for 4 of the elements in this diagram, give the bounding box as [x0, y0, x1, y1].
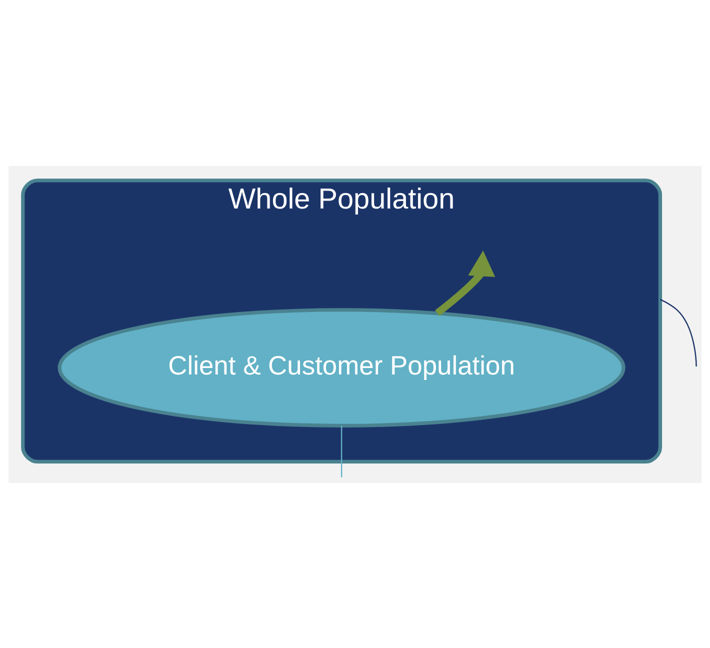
arrow	[435, 250, 496, 316]
connector	[660, 298, 697, 366]
node-ellipse: Client & Customer Population	[58, 308, 626, 428]
connector	[340, 425, 342, 477]
